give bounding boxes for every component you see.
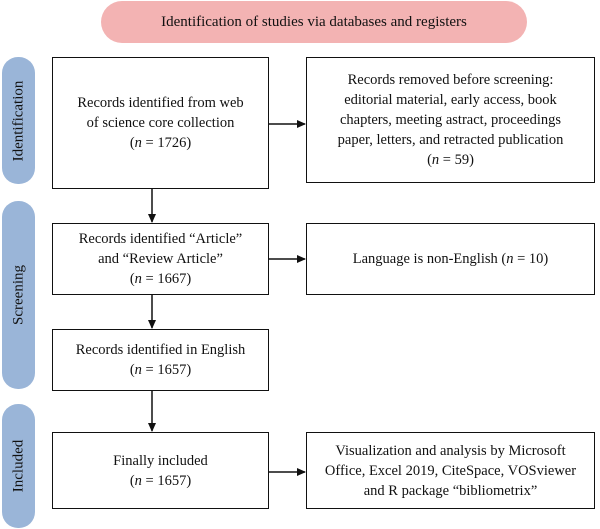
count-prefix: ( xyxy=(129,135,135,151)
count-prefix: ( xyxy=(427,152,432,168)
box-text-line: and R package “bibliometrix” xyxy=(363,482,538,499)
box-count: (n = 1726) xyxy=(130,133,191,153)
count-prefix: ( xyxy=(129,472,135,489)
box-text-line: Visualization and analysis by Microsoft xyxy=(335,442,566,459)
count-prefix: ( xyxy=(129,271,135,287)
box-text-line: Finally included xyxy=(113,452,208,469)
box-text-line: chapters, meeting astract, proceedings xyxy=(339,112,562,128)
box-text-line: paper, letters, and retracted publicatio… xyxy=(337,132,564,148)
box-finally-included: Finally included (n = 1657) xyxy=(52,432,269,509)
count-value: = 1657) xyxy=(141,362,192,378)
diagram-header: Identification of studies via databases … xyxy=(101,1,527,43)
box-text-line: Records identified in English xyxy=(75,342,246,358)
stage-included: Included xyxy=(2,404,35,528)
count-prefix: ( xyxy=(129,362,135,378)
box-language-excluded: Language is non-English (n = 10) xyxy=(306,223,595,295)
box-count: (n = 1657) xyxy=(130,471,191,491)
box-text-line: of science core collection xyxy=(86,115,235,131)
box-text-line: Records identified from web xyxy=(77,95,244,111)
count-value: = 1726) xyxy=(141,135,192,151)
box-text-line: Office, Excel 2019, CiteSpace, VOSviewer xyxy=(324,462,577,479)
box-count: (n = 1657) xyxy=(130,360,191,380)
count-value: = 10) xyxy=(513,251,549,267)
language-text: Language is non-English ( xyxy=(352,251,507,267)
count-n: n xyxy=(134,271,142,287)
stage-identification: Identification xyxy=(2,57,35,184)
box-text-line: and “Review Article” xyxy=(98,251,223,267)
box-count: Language is non-English (n = 10) xyxy=(353,249,548,269)
count-value: = 1657) xyxy=(141,472,192,489)
count-value: = 59) xyxy=(439,152,474,168)
box-records-article: Records identified “Article” and “Review… xyxy=(52,223,269,295)
stage-screening: Screening xyxy=(2,201,35,389)
count-n: n xyxy=(431,152,440,168)
box-records-identified: Records identified from web of science c… xyxy=(52,57,269,189)
count-value: = 1667) xyxy=(141,271,192,287)
count-n: n xyxy=(134,135,142,151)
count-n: n xyxy=(134,362,142,378)
box-text-line: editorial material, early access, book xyxy=(344,92,557,108)
box-text-line: Records removed before screening: xyxy=(347,72,554,88)
box-records-english: Records identified in English (n = 1657) xyxy=(52,329,269,391)
count-n: n xyxy=(506,251,514,267)
box-count: (n = 59) xyxy=(427,150,474,170)
count-n: n xyxy=(134,472,142,489)
header-title: Identification of studies via databases … xyxy=(161,13,467,30)
box-records-removed: Records removed before screening: editor… xyxy=(306,57,595,183)
box-text-line: Records identified “Article” xyxy=(78,231,243,247)
box-visualization: Visualization and analysis by Microsoft … xyxy=(306,432,595,509)
box-count: (n = 1667) xyxy=(130,269,191,289)
